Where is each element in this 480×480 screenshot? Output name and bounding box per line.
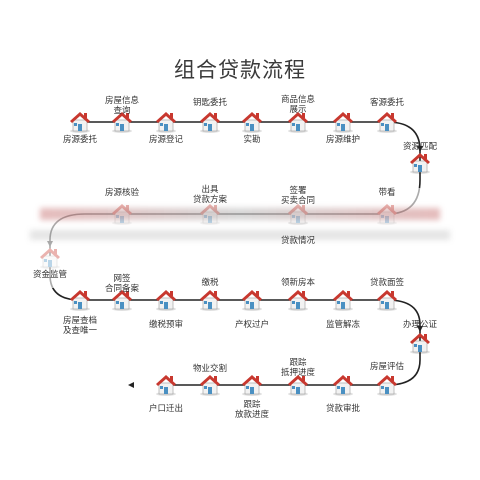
house-icon	[200, 112, 220, 133]
house-icon	[112, 112, 132, 133]
node-label: 带看	[378, 188, 396, 198]
node-label: 客源委托	[369, 98, 404, 108]
node-label: 资源匹配	[402, 142, 437, 152]
node-label: 监管解冻	[325, 320, 360, 330]
house-icon	[242, 112, 262, 133]
node-label: 商品信息 展示	[280, 95, 315, 115]
node-label: 户口迁出	[148, 404, 183, 414]
house-icon	[112, 290, 132, 311]
house-icon	[333, 375, 353, 396]
node-label: 签署 买卖合同	[280, 186, 315, 206]
house-icon	[333, 112, 353, 133]
node-label: 房屋评估	[369, 362, 404, 372]
node-label: 贷款审批	[325, 404, 360, 414]
house-icon	[200, 375, 220, 396]
house-icon	[242, 290, 262, 311]
house-icon	[288, 290, 308, 311]
node-label: 房源维护	[325, 135, 360, 145]
node-label: 贷款面签	[369, 278, 404, 288]
node-label: 房源登记	[148, 135, 183, 145]
node-label: 网签 合同备案	[104, 274, 139, 294]
house-icon	[70, 290, 90, 311]
node-label: 房源核验	[104, 188, 139, 198]
house-icon	[288, 112, 308, 133]
blurred-strip	[40, 208, 440, 220]
node-label: 实勘	[243, 135, 261, 145]
arrow-head	[128, 382, 134, 388]
node-label: 跟踪 放款进度	[234, 400, 269, 420]
blurred-strip-2	[30, 230, 450, 240]
watermark-band	[0, 188, 480, 288]
house-icon	[377, 112, 397, 133]
node-label: 钥匙委托	[192, 98, 227, 108]
house-icon	[288, 375, 308, 396]
node-label: 出具 贷款方案	[192, 185, 227, 205]
house-icon	[377, 375, 397, 396]
node-label: 房源委托	[62, 135, 97, 145]
diagram-title: 组合贷款流程	[174, 58, 306, 82]
node-label: 资金监管	[32, 270, 67, 280]
house-icon	[200, 290, 220, 311]
house-icon	[156, 290, 176, 311]
node-label: 产权过户	[234, 320, 269, 330]
node-label: 缴税	[201, 278, 219, 288]
node-label: 办理公证	[402, 320, 437, 330]
node-label: 跟踪 抵押进度	[280, 358, 315, 378]
house-icon	[70, 112, 90, 133]
node-label: 缴税预审	[148, 320, 183, 330]
arrow-head	[417, 146, 423, 152]
node-label: 房屋查档 及查唯一	[62, 316, 97, 336]
arrow-head	[417, 326, 423, 332]
house-icon	[410, 153, 430, 174]
node-label: 领新房本	[280, 278, 315, 288]
node-label: 房屋信息 查询	[104, 96, 139, 116]
house-icon	[410, 333, 430, 354]
house-icon	[377, 290, 397, 311]
node-label: 贷款情况	[280, 236, 315, 246]
house-icon	[242, 375, 262, 396]
house-icon	[156, 112, 176, 133]
house-icon	[333, 290, 353, 311]
house-icon	[156, 375, 176, 396]
node-label: 物业交割	[192, 364, 227, 374]
